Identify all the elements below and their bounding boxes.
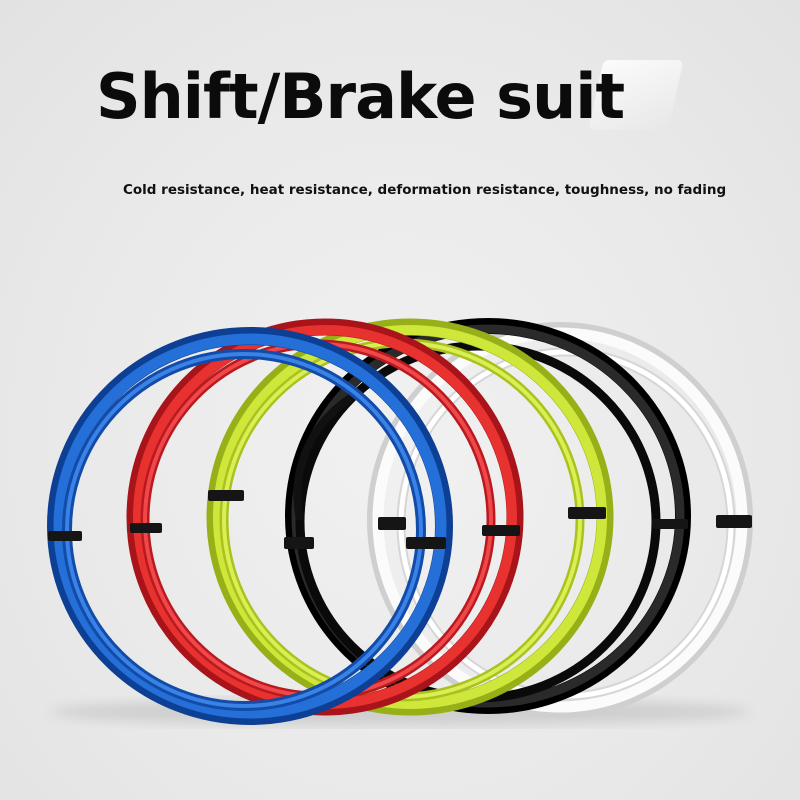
zip-tie [378, 517, 406, 530]
zip-tie [652, 519, 688, 529]
zip-tie [716, 515, 752, 528]
zip-tie [48, 531, 82, 541]
zip-tie [482, 525, 520, 536]
zip-tie [208, 490, 244, 501]
zip-ties [48, 490, 752, 549]
product-title: Shift/Brake suit [96, 60, 625, 133]
zip-tie [568, 507, 606, 519]
product-subtitle: Cold resistance, heat resistance, deform… [123, 182, 727, 198]
red-cable-coil [126, 318, 524, 716]
blue-cable-coil [47, 327, 453, 725]
zip-tie [130, 523, 162, 533]
zip-tie [406, 537, 446, 549]
lime-cable-coil [206, 318, 614, 716]
zip-tie [284, 537, 314, 549]
